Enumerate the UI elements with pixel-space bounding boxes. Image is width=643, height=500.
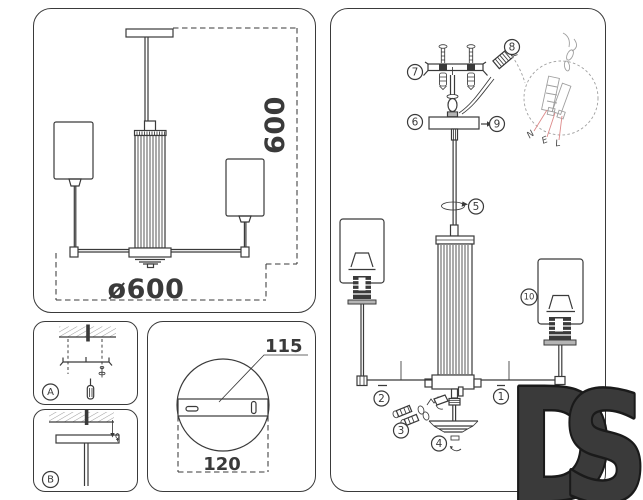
bracket-dimension: 115 [265,336,303,357]
glass-column [435,235,475,376]
callout-8: 8 [509,42,516,54]
bottom-finial [428,386,479,452]
terminal-label-e: E [540,135,549,147]
dimension-lines [55,27,298,301]
suspension-rod [449,140,459,237]
hardware-cluster [392,394,449,427]
dimension-dashes [177,416,269,473]
canopy-panel: 115 120 [147,321,316,492]
mounting-bracket [59,357,113,366]
screw [98,365,106,378]
right-shade [225,158,265,247]
canopy-circle [176,358,270,452]
assembly-panel: N E L 1 2 3 4 5 6 [330,8,606,492]
central-column [133,129,167,249]
leader-line [218,354,308,403]
callout-10: 10 [524,293,535,303]
plate-dimension: 120 [203,454,241,475]
mounting-bar [177,398,269,417]
callout-5: 5 [473,201,480,213]
height-dimension: 600 [260,96,291,154]
arms [69,246,250,258]
detail-a-label: A [47,387,54,398]
detail-b-label: B [47,475,54,486]
overview-drawing: 600 ø600 [53,27,298,305]
detail-a-drawing: A [41,324,116,401]
logo-letter-s: S [562,375,643,500]
detail-b-badge: B [41,470,60,489]
right-lamp [537,258,584,386]
center-hub [128,247,172,269]
detail-b-drawing: B [41,410,120,489]
callout-badges: 1 2 3 4 5 6 7 8 9 10 [373,38,538,452]
diameter-dimension: ø600 [108,274,185,305]
terminal-label-l: L [555,139,561,150]
left-shade [53,121,94,247]
hub-part [367,361,555,390]
mount-detail-b-panel: B [33,409,138,492]
alignment-dashes [67,339,103,374]
mount-detail-a-panel: A [33,321,138,405]
terminal-detail: N E L [523,32,599,150]
side-screw [110,420,120,442]
callout-1: 1 [498,391,505,403]
callout-3: 3 [398,425,405,437]
rotation-arrow [441,201,468,211]
detail-a-badge: A [41,383,60,401]
screwdriver-icon [86,378,95,400]
mounting-bracket-part [423,44,488,91]
ceiling-section [59,324,116,342]
callout-2: 2 [378,393,385,405]
callout-7: 7 [412,67,419,79]
canopy-drawing: 115 120 [176,336,308,475]
callout-9: 9 [494,119,501,131]
terminal-label-n: N [525,129,537,141]
left-lamp [339,218,385,387]
logo-letter-d: D [507,375,612,500]
suspension-screw [446,67,459,119]
ceiling-plate [125,28,174,132]
ds-logo: D S [505,375,643,500]
overview-panel: 600 ø600 [33,8,316,313]
canopy-plate [55,434,120,486]
assembly-drawing: N E L 1 2 3 4 5 6 [339,32,599,452]
callout-6: 6 [412,117,419,129]
supply-wire [458,44,526,115]
canopy-part [428,116,480,141]
ceiling-section [49,410,114,425]
callout-4: 4 [436,438,443,450]
